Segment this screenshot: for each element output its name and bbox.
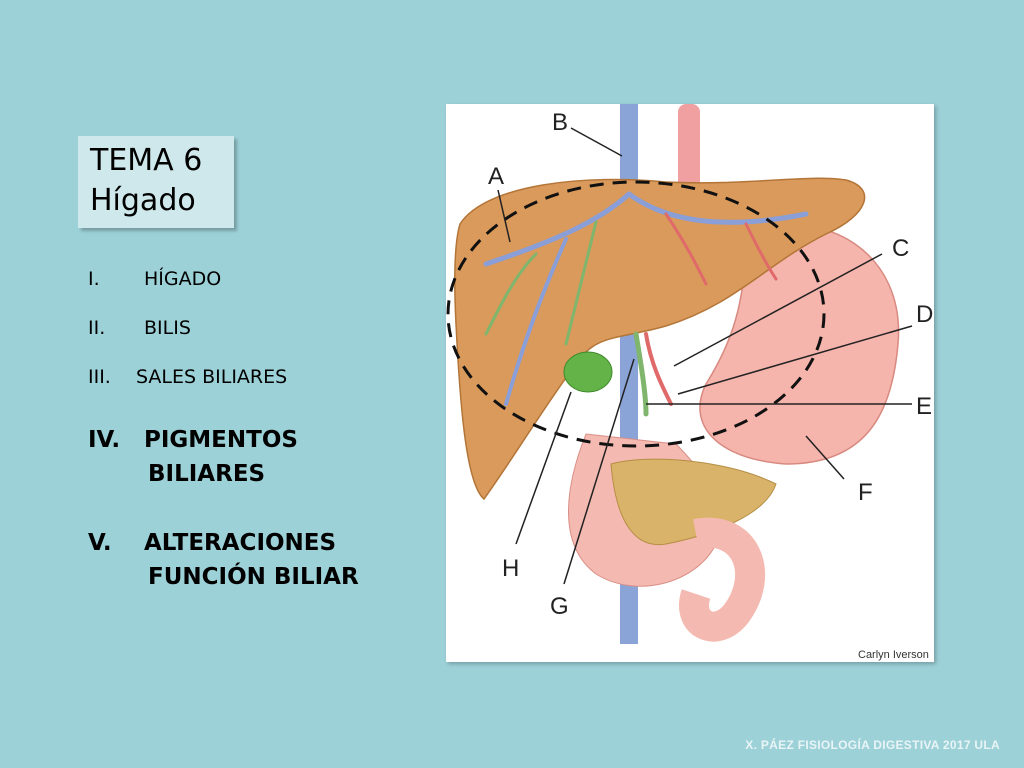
outline-num-2: II. xyxy=(88,317,106,339)
label-b: B xyxy=(552,109,568,136)
outline-text-3: SALES BILIARES xyxy=(136,366,288,388)
leader-lines xyxy=(497,127,913,585)
outline-num-1: I. xyxy=(88,268,100,290)
outline-num-5: V. xyxy=(88,530,112,556)
pancreas xyxy=(610,458,777,546)
footer-credit: X. PÁEZ FISIOLOGÍA DIGESTIVA 2017 ULA xyxy=(745,738,1000,752)
label-e: E xyxy=(916,393,932,420)
label-d: D xyxy=(916,301,933,328)
hepatic-vessels xyxy=(483,191,809,417)
label-c: C xyxy=(892,235,909,262)
title-box: TEMA 6 Hígado xyxy=(78,136,234,228)
outline-num-4: IV. xyxy=(88,427,121,453)
liver-illustration: B A C D E F G H Carlyn Iverson xyxy=(446,104,933,661)
label-g: G xyxy=(550,593,569,620)
label-a: A xyxy=(488,163,504,190)
dashed-highlight-ellipse xyxy=(446,180,826,448)
outline-text-4b: BILIARES xyxy=(148,461,266,487)
figure-credit: Carlyn Iverson xyxy=(858,649,929,661)
outline-text-4: PIGMENTOS xyxy=(144,427,298,453)
title-line-2: Hígado xyxy=(90,183,196,218)
label-h: H xyxy=(502,555,519,582)
title-line-1: TEMA 6 xyxy=(90,143,203,178)
outline-text-1: HÍGADO xyxy=(144,268,222,290)
liver-anatomy-figure: B A C D E F G H Carlyn Iverson xyxy=(446,104,934,662)
gallbladder xyxy=(563,351,613,393)
intestine xyxy=(679,517,766,642)
outline-text-5: ALTERACIONES xyxy=(144,530,337,556)
outline-text-5b: FUNCIÓN BILIAR xyxy=(148,564,359,590)
outline-text-2: BILIS xyxy=(144,317,191,339)
aorta xyxy=(678,104,700,204)
outline-num-3: III. xyxy=(88,366,111,388)
label-f: F xyxy=(858,479,873,506)
